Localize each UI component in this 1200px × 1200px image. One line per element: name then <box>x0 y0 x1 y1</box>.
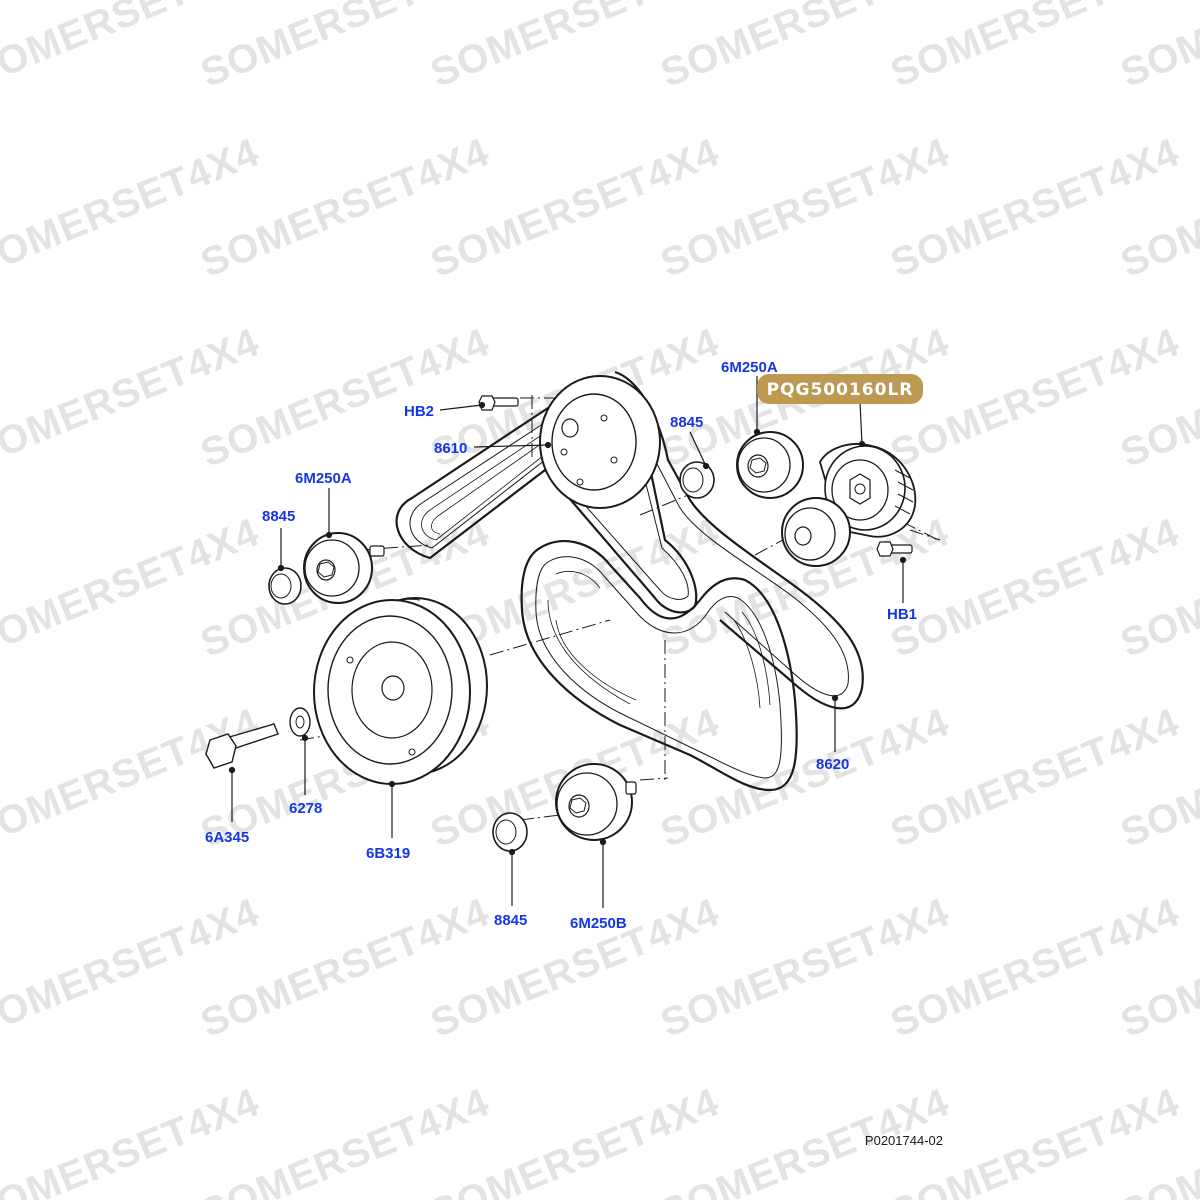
label-8845-bottom: 8845 <box>494 912 527 929</box>
leader-lines <box>228 376 907 908</box>
washer-8845-top <box>679 461 715 499</box>
label-6b319: 6B319 <box>366 845 410 862</box>
label-6m250a-left: 6M250A <box>295 470 352 487</box>
washer-6278 <box>289 707 311 737</box>
label-8845-left: 8845 <box>262 508 295 525</box>
idler-pulley-bottom <box>555 763 637 841</box>
watermark-text: SOMERSET4X4 <box>1115 0 1200 96</box>
label-6m250b: 6M250B <box>570 915 627 932</box>
belt-lower-loop <box>520 540 798 792</box>
label-hb2: HB2 <box>404 403 434 420</box>
part-number-badge[interactable]: PQG500160LR <box>757 374 923 404</box>
washer-8845-left <box>268 567 302 605</box>
label-8610: 8610 <box>434 440 467 457</box>
water-pump-pulley <box>539 375 661 509</box>
idler-pulley-left <box>303 532 385 604</box>
label-6m250a-top: 6M250A <box>721 359 778 376</box>
label-hb1: HB1 <box>887 606 917 623</box>
crankshaft-pulley <box>313 597 488 785</box>
belt-tensioner <box>781 443 917 567</box>
part-number-text: PQG500160LR <box>767 380 914 400</box>
figure-reference: P0201744-02 <box>865 1133 943 1148</box>
crank-bolt <box>205 723 279 769</box>
idler-pulley-top <box>736 431 804 499</box>
label-6a345: 6A345 <box>205 829 249 846</box>
callout-labels: HB2 8610 6M250A 8845 6M250A 8845 HB1 862… <box>205 359 917 932</box>
label-8845-top: 8845 <box>670 414 703 431</box>
label-6278: 6278 <box>289 800 322 817</box>
bolt-hb1 <box>876 541 913 557</box>
washer-8845-bottom <box>492 812 528 852</box>
label-8620: 8620 <box>816 756 849 773</box>
part-number-badge-bg <box>757 374 923 404</box>
